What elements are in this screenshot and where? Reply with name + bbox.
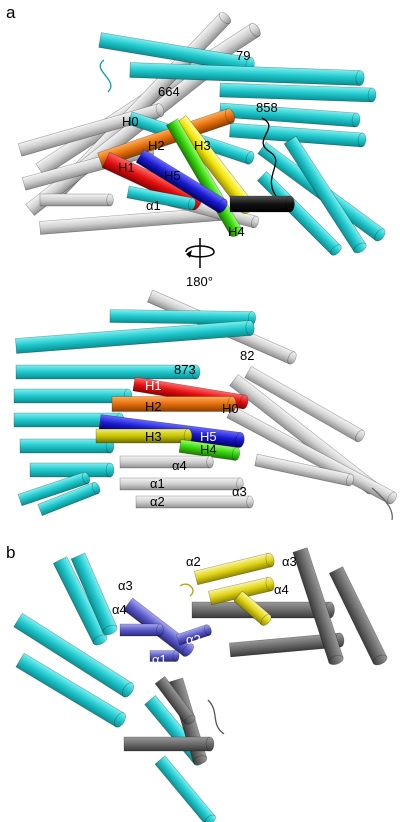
panel-b-view: [13, 547, 388, 822]
cyan-helix: [70, 552, 118, 636]
helix-label-h2-top: H2: [148, 138, 165, 153]
cyan-helix: [154, 755, 216, 822]
slate-helix: [119, 623, 164, 637]
cyan-helix: [129, 62, 365, 86]
cyan-helix: [17, 471, 91, 507]
helix-label-alpha1-top: α1: [146, 198, 161, 213]
panel-a-label: a: [6, 3, 16, 22]
cyan-helix: [126, 185, 196, 211]
residue-label-82: 82: [240, 348, 254, 363]
helix-label-alpha1-bottom: α1: [150, 476, 165, 491]
cyan-helix: [15, 652, 126, 728]
residue-label-664: 664: [158, 84, 180, 99]
gray-helix: [244, 365, 365, 443]
slate-helix: [149, 650, 180, 662]
b-right-alpha3-label: α3: [282, 554, 297, 569]
helix-label-h4-top: H4: [228, 224, 245, 239]
helix-label-h5-bottom: H5: [200, 429, 217, 444]
residue-label-858: 858: [256, 100, 278, 115]
blue-helix: [135, 149, 228, 214]
slate-helix: [175, 624, 212, 646]
helix-label-alpha2-bottom: α2: [150, 494, 165, 509]
loop-dark: [207, 699, 225, 735]
olive-helix: [95, 428, 193, 444]
loop-858: [261, 117, 277, 197]
rotation-label: 180°: [186, 274, 213, 289]
helix-label-alpha4-bottom: α4: [172, 458, 187, 473]
cyan-helix: [13, 388, 133, 404]
cyan-helix: [13, 612, 135, 698]
b-left-alpha1-label: α1: [152, 652, 167, 667]
yellow-helix: [233, 590, 272, 626]
orange-helix: [97, 108, 235, 168]
helix-label-h1-top: H1: [118, 160, 135, 175]
helix-label-h0-top: H0: [122, 114, 139, 129]
gray-helix: [254, 453, 354, 487]
cyan-helix: [37, 481, 101, 516]
b-right-alpha4-label: α4: [274, 582, 289, 597]
cyan-helix: [29, 462, 115, 478]
dark-helix: [328, 566, 388, 666]
cyan-helix: [256, 170, 342, 256]
panel-a-bottom-view: [13, 289, 397, 521]
helix-label-h5-top: H5: [164, 168, 181, 183]
residue-label-79: 79: [236, 48, 250, 63]
gray-helix: [119, 477, 244, 491]
dark-helix: [123, 736, 215, 752]
gray-helix: [39, 193, 114, 207]
cyan-helix: [52, 556, 108, 646]
helix-label-h3-bottom: H3: [145, 429, 162, 444]
dark-helix: [154, 675, 196, 725]
loop-cyan: [99, 59, 112, 93]
cyan-helix: [15, 364, 201, 380]
b-right-alpha2-label: α2: [186, 554, 201, 569]
cyan-helix: [19, 438, 115, 454]
cyan-helix: [283, 135, 367, 254]
helix-label-h3-top: H3: [194, 138, 211, 153]
b-left-alpha3-label: α3: [118, 578, 133, 593]
loop-yellow: [179, 583, 194, 597]
panel-a-top-view: [17, 12, 386, 256]
loop-gray: [371, 487, 393, 521]
helix-label-h2-bottom: H2: [145, 399, 162, 414]
gray-helix: [226, 405, 397, 505]
yellow-helix: [193, 552, 275, 586]
helix-label-alpha3-bottom: α3: [232, 484, 247, 499]
gray-helix: [119, 455, 214, 469]
orange-helix: [111, 396, 237, 412]
cyan-helix: [15, 320, 255, 354]
cyan-helix: [219, 82, 377, 103]
helix-label-h0-bottom: H0: [222, 401, 239, 416]
black-helix: [229, 195, 295, 213]
dark-helix: [292, 547, 344, 665]
b-left-alpha2-label: α2: [186, 632, 201, 647]
cyan-helix: [219, 102, 361, 128]
yellow-helix: [208, 576, 275, 606]
gray-helix: [135, 495, 254, 509]
b-left-alpha4-label: α4: [112, 602, 127, 617]
helix-label-h1-bottom: H1: [145, 378, 162, 393]
residue-label-873: 873: [174, 362, 196, 377]
rotation-arrow-icon: [185, 238, 215, 268]
panel-b-label: b: [6, 543, 15, 562]
helix-label-h4-bottom: H4: [200, 442, 217, 457]
gray-helix: [17, 103, 165, 157]
